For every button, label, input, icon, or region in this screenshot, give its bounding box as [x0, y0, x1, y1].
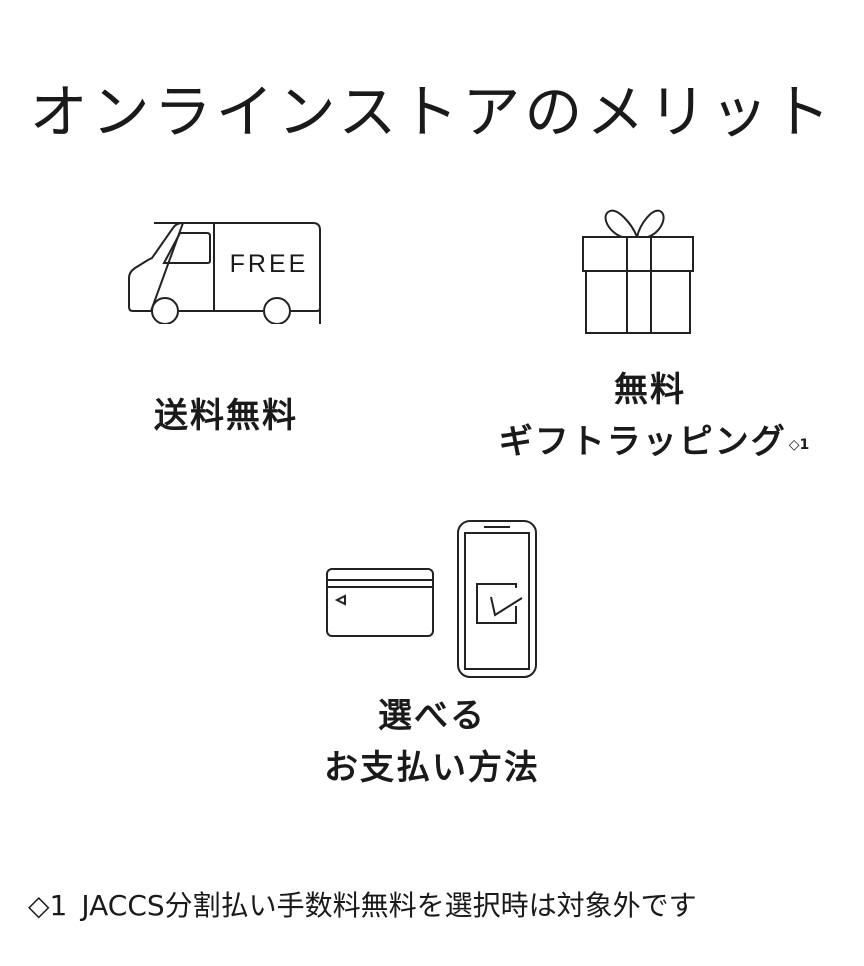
footnote-mark: ◇1 — [28, 889, 68, 922]
benefit-label-payment-methods: 選べる お支払い方法 — [324, 696, 540, 788]
footnote-ref: ◇1 — [788, 437, 810, 453]
smartphone-icon — [457, 520, 537, 678]
delivery-truck-icon: FREE — [128, 221, 321, 324]
benefit-label-free-gift-wrapping: 無料 ギフトラッピング◇1 — [498, 370, 810, 462]
footnote-text: JACCS分割払い手数料無料を選択時は対象外です — [81, 889, 697, 922]
gift-box-icon — [582, 209, 694, 334]
free-label: FREE — [230, 250, 309, 278]
page-title: オンラインストアのメリット — [29, 78, 835, 146]
benefit-label-free-shipping: 送料無料 — [154, 396, 298, 436]
credit-card-and-smartphone-icon — [326, 520, 537, 678]
credit-card-icon — [326, 568, 434, 637]
footnote: ◇1 JACCS分割払い手数料無料を選択時は対象外です — [28, 886, 697, 926]
